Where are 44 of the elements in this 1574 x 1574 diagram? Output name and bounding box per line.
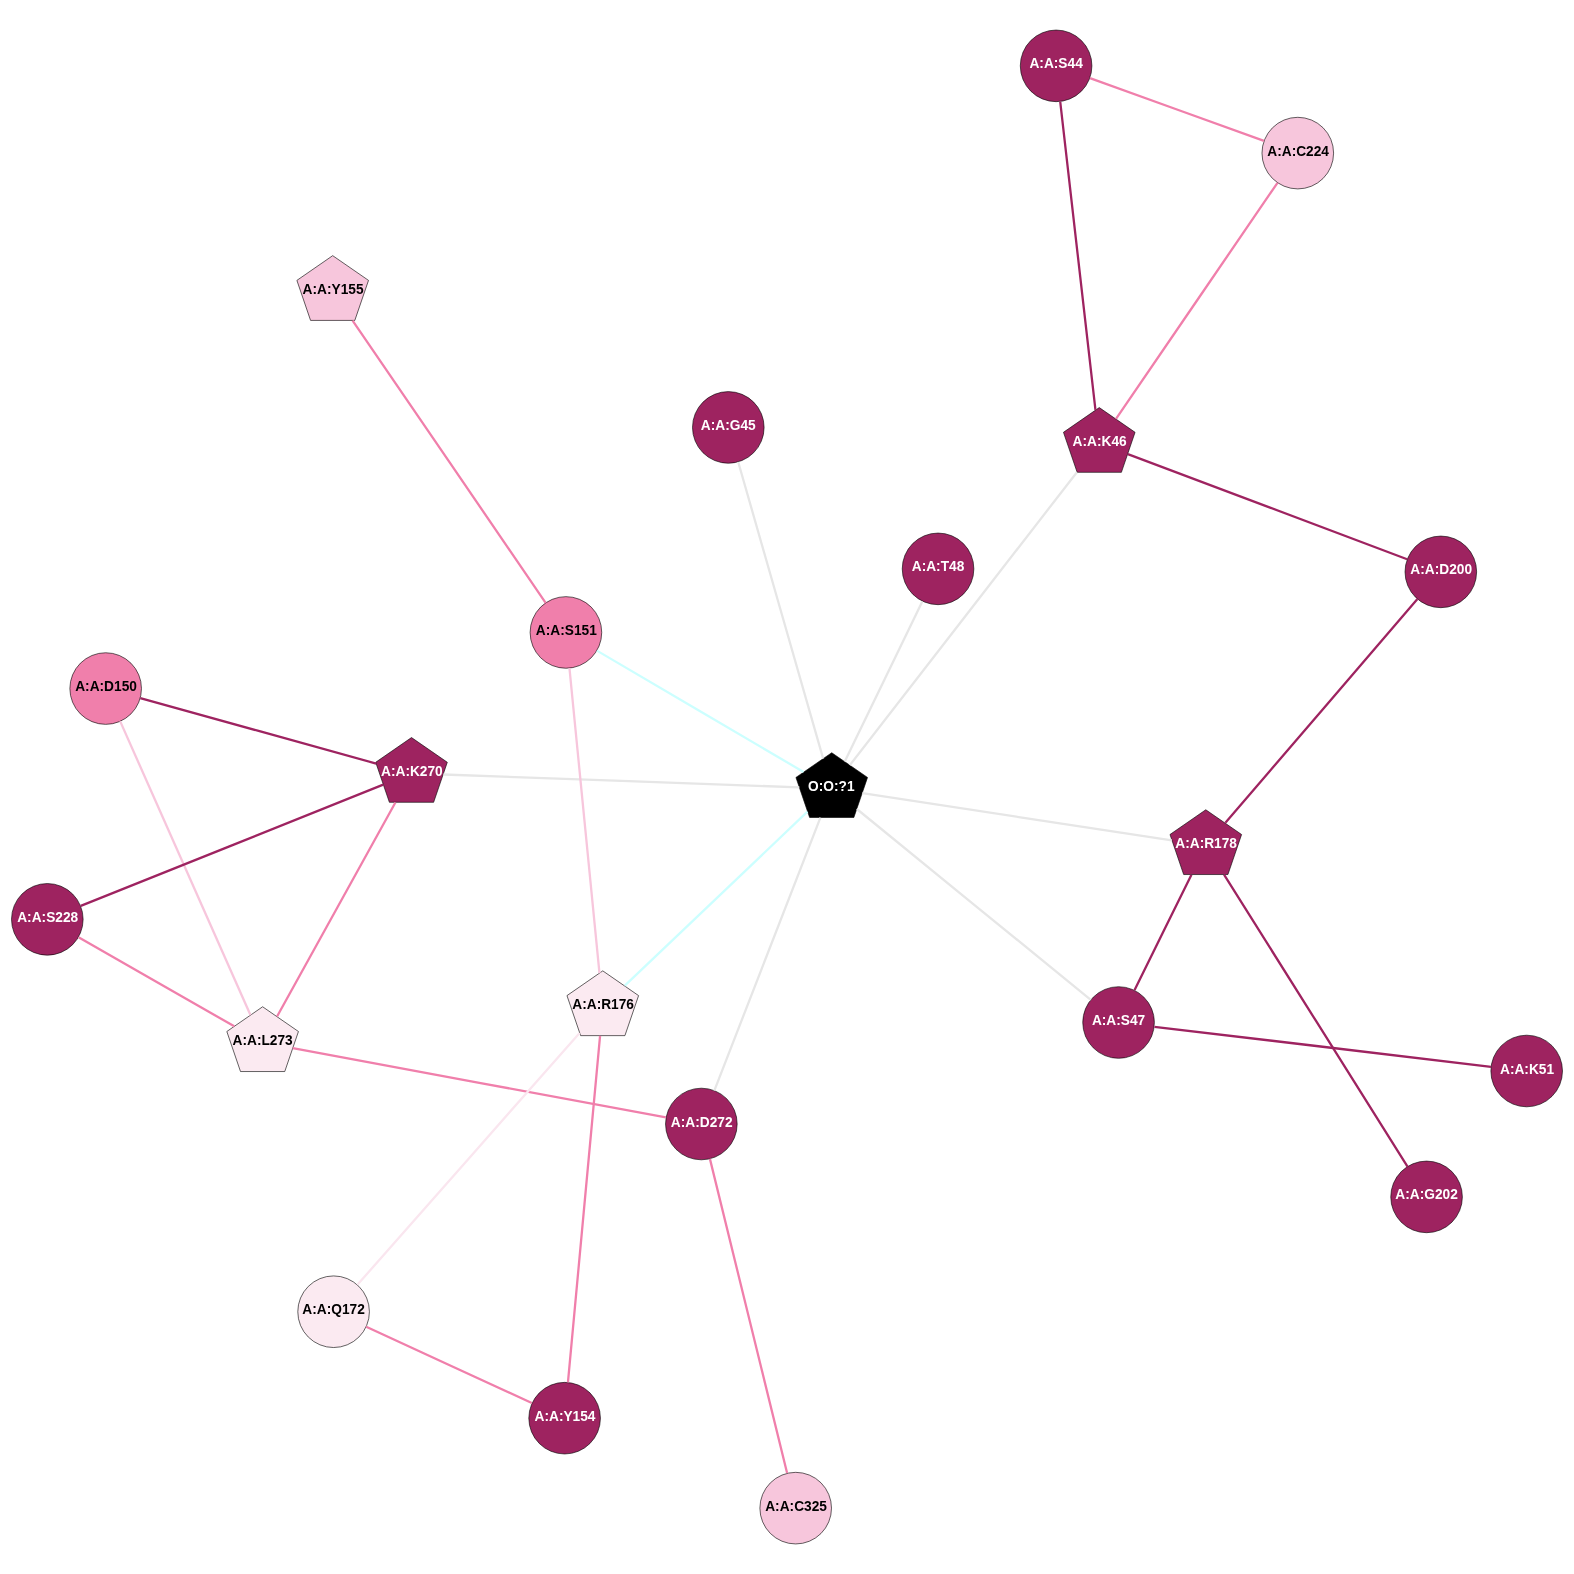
node-circle: A:A:K51: [1490, 1034, 1563, 1108]
connector: [292, 1047, 667, 1119]
connector: [848, 471, 1078, 766]
connector: [737, 461, 825, 759]
connector: [708, 1158, 789, 1474]
connector: [1154, 1025, 1492, 1068]
connector: [1115, 182, 1279, 420]
connector: [856, 808, 1092, 1001]
node-circle: A:A:S47: [1082, 986, 1155, 1059]
connector: [77, 936, 235, 1028]
node-circle: A:A:S151: [529, 596, 603, 669]
connector: [862, 792, 1172, 842]
node-circle: A:A:Y154: [528, 1382, 601, 1455]
connector: [624, 810, 809, 987]
connector: [568, 668, 601, 974]
connector: [365, 1325, 533, 1405]
connector: [566, 1035, 602, 1383]
node-circle: A:A:S44: [1020, 29, 1093, 102]
connector: [351, 319, 547, 604]
connector: [1059, 101, 1097, 411]
connector: [139, 697, 377, 765]
connector: [119, 720, 252, 1016]
node-circle: A:A:G202: [1390, 1160, 1463, 1233]
connector: [713, 817, 822, 1092]
connector: [443, 773, 800, 789]
node-circle: A:A:D272: [665, 1087, 738, 1161]
connector: [596, 649, 805, 773]
connector: [843, 600, 924, 763]
node-circle: A:A:D200: [1404, 535, 1477, 608]
node-circle: A:A:S228: [11, 883, 84, 956]
connector: [356, 1032, 581, 1286]
connector: [1224, 598, 1419, 824]
node-circle: A:A:G45: [692, 391, 765, 464]
connector: [1127, 453, 1408, 561]
connector: [80, 783, 384, 907]
node-circle: A:A:C224: [1261, 117, 1334, 190]
node-circle: A:A:Q172: [297, 1275, 370, 1348]
connector: [276, 801, 397, 1018]
connector: [1223, 874, 1409, 1168]
node-circle: A:A:D150: [69, 652, 142, 725]
node-circle: A:A:C325: [759, 1472, 832, 1545]
connector: [1089, 77, 1265, 142]
node-circle: A:A:T48: [901, 532, 975, 605]
connector: [1133, 874, 1193, 991]
